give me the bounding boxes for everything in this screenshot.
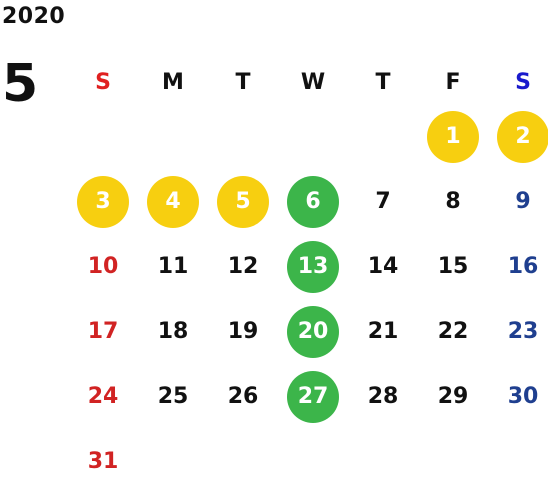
weekday-sat: S bbox=[515, 69, 531, 95]
week-row: 17 18 19 20 21 22 23 bbox=[68, 299, 548, 364]
year-label: 2020 bbox=[2, 4, 66, 29]
day-cell[interactable]: 28 bbox=[367, 384, 399, 409]
day-cell[interactable]: 25 bbox=[157, 384, 189, 409]
day-cell[interactable]: 13 bbox=[287, 240, 339, 293]
day-cell[interactable]: 21 bbox=[367, 319, 399, 344]
weekday-sun: S bbox=[95, 69, 111, 95]
month-number: 5 bbox=[2, 54, 39, 114]
day-cell bbox=[147, 436, 199, 488]
day-cell[interactable]: 6 bbox=[287, 175, 339, 228]
day-cell[interactable]: 20 bbox=[287, 305, 339, 358]
day-cell bbox=[357, 111, 409, 163]
day-cell[interactable]: 10 bbox=[87, 254, 119, 279]
day-cell[interactable]: 18 bbox=[157, 319, 189, 344]
day-cell[interactable]: 12 bbox=[227, 254, 259, 279]
day-cell[interactable]: 16 bbox=[507, 254, 539, 279]
weekday-mon: M bbox=[162, 69, 184, 95]
day-cell[interactable]: 22 bbox=[437, 319, 469, 344]
day-cell[interactable]: 24 bbox=[87, 384, 119, 409]
week-row: 31 bbox=[68, 429, 548, 494]
day-cell bbox=[147, 111, 199, 163]
day-cell[interactable]: 8 bbox=[445, 189, 461, 214]
day-cell[interactable]: 26 bbox=[227, 384, 259, 409]
week-row: 1 2 bbox=[68, 104, 548, 169]
day-cell bbox=[357, 436, 409, 488]
weekday-header: S M T W T F S bbox=[68, 60, 548, 104]
weekday-fri: F bbox=[445, 69, 461, 95]
day-cell[interactable]: 31 bbox=[87, 449, 119, 474]
week-row: 24 25 26 27 28 29 30 bbox=[68, 364, 548, 429]
week-row: 10 11 12 13 14 15 16 bbox=[68, 234, 548, 299]
weekday-tue: T bbox=[235, 69, 251, 95]
day-cell[interactable]: 1 bbox=[427, 110, 479, 163]
day-cell bbox=[77, 111, 129, 163]
day-cell[interactable]: 7 bbox=[375, 189, 391, 214]
day-cell[interactable]: 14 bbox=[367, 254, 399, 279]
calendar-grid: S M T W T F S 1 2 3 4 5 6 7 8 9 10 11 12… bbox=[68, 60, 548, 494]
day-cell bbox=[497, 436, 548, 488]
day-cell[interactable]: 19 bbox=[227, 319, 259, 344]
day-cell[interactable]: 9 bbox=[515, 189, 531, 214]
day-cell bbox=[287, 111, 339, 163]
day-cell[interactable]: 15 bbox=[437, 254, 469, 279]
weekday-thu: T bbox=[375, 69, 391, 95]
day-cell[interactable]: 29 bbox=[437, 384, 469, 409]
day-cell[interactable]: 2 bbox=[497, 110, 548, 163]
day-cell[interactable]: 23 bbox=[507, 319, 539, 344]
day-cell bbox=[217, 111, 269, 163]
week-row: 3 4 5 6 7 8 9 bbox=[68, 169, 548, 234]
day-cell bbox=[287, 436, 339, 488]
day-cell[interactable]: 4 bbox=[147, 175, 199, 228]
day-cell bbox=[217, 436, 269, 488]
day-cell[interactable]: 5 bbox=[217, 175, 269, 228]
day-cell bbox=[427, 436, 479, 488]
day-cell[interactable]: 11 bbox=[157, 254, 189, 279]
day-cell[interactable]: 27 bbox=[287, 370, 339, 423]
day-cell[interactable]: 3 bbox=[77, 175, 129, 228]
weekday-wed: W bbox=[300, 69, 326, 95]
day-cell[interactable]: 30 bbox=[507, 384, 539, 409]
day-cell[interactable]: 17 bbox=[87, 319, 119, 344]
